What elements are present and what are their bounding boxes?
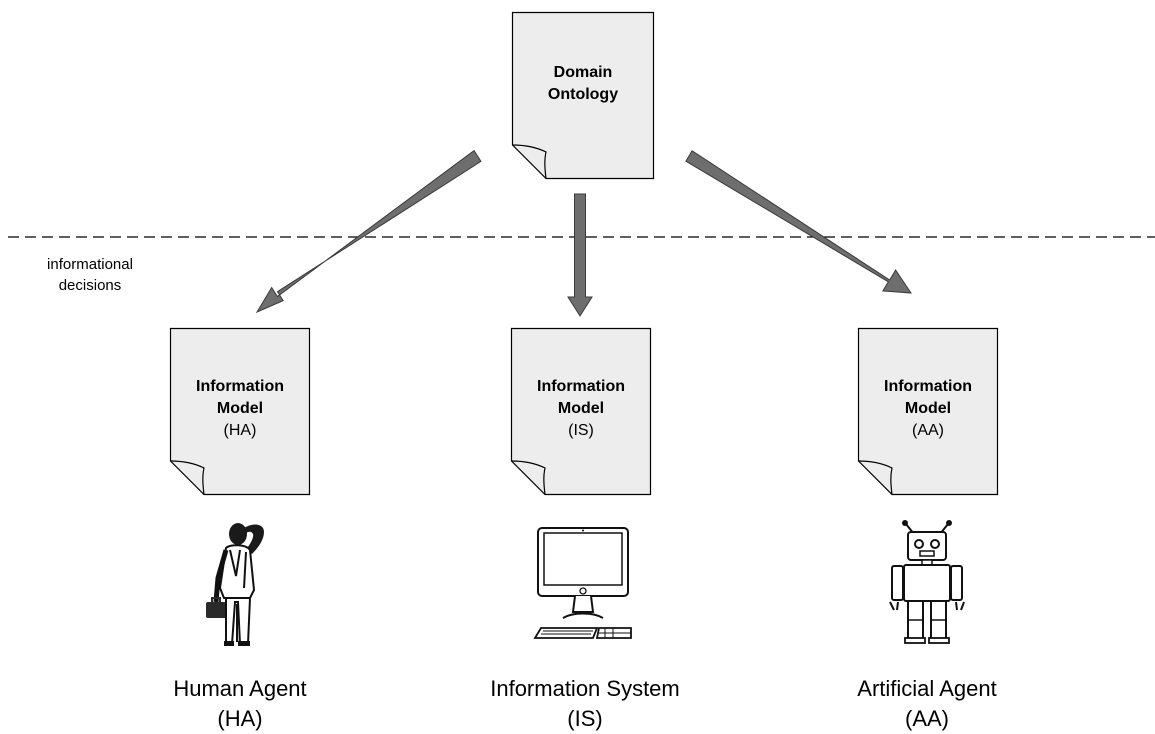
- boundary-label-line2: decisions: [58, 277, 122, 294]
- agent-name: Information System: [490, 676, 680, 701]
- agent-code: (AA): [905, 706, 949, 731]
- information-model-title-line2: Model: [904, 400, 952, 417]
- domain-ontology-title-line2: Ontology: [547, 86, 619, 103]
- arrow-to-artificial-agent: [685, 150, 912, 294]
- information-model-ha-document: Information Model (HA): [169, 327, 311, 496]
- document-icon: [169, 327, 311, 496]
- domain-ontology-title-line1: Domain: [553, 64, 613, 81]
- document-icon: [510, 327, 652, 496]
- agent-name: Artificial Agent: [857, 676, 997, 701]
- boundary-label-line1: informational: [47, 256, 133, 273]
- arrow-to-information-system: [567, 193, 593, 317]
- information-model-code: (IS): [568, 422, 594, 439]
- information-model-is-document: Information Model (IS): [510, 327, 652, 496]
- arrow-to-human-agent: [255, 149, 482, 314]
- information-model-code: (AA): [912, 422, 944, 439]
- human-agent-label: Human Agent (HA): [90, 674, 390, 734]
- agent-code: (IS): [567, 706, 603, 731]
- domain-ontology-document: Domain Ontology: [511, 11, 655, 180]
- artificial-agent-label: Artificial Agent (AA): [777, 674, 1077, 734]
- document-icon: [857, 327, 999, 496]
- information-model-aa-document: Information Model (AA): [857, 327, 999, 496]
- information-model-title-line1: Information: [196, 378, 284, 395]
- information-system-label: Information System (IS): [435, 674, 735, 734]
- information-model-code: (HA): [223, 422, 257, 439]
- desktop-computer-icon: [533, 527, 632, 639]
- information-model-title-line2: Model: [557, 400, 605, 417]
- agent-code: (HA): [217, 706, 263, 731]
- robot-icon: [889, 520, 965, 644]
- information-model-title-line2: Model: [216, 400, 264, 417]
- agent-name: Human Agent: [173, 676, 307, 701]
- information-model-title-line1: Information: [537, 378, 625, 395]
- boundary-label: informational decisions: [10, 254, 170, 296]
- businessman-icon: [206, 523, 264, 646]
- information-model-title-line1: Information: [884, 378, 972, 395]
- document-icon: [511, 11, 655, 180]
